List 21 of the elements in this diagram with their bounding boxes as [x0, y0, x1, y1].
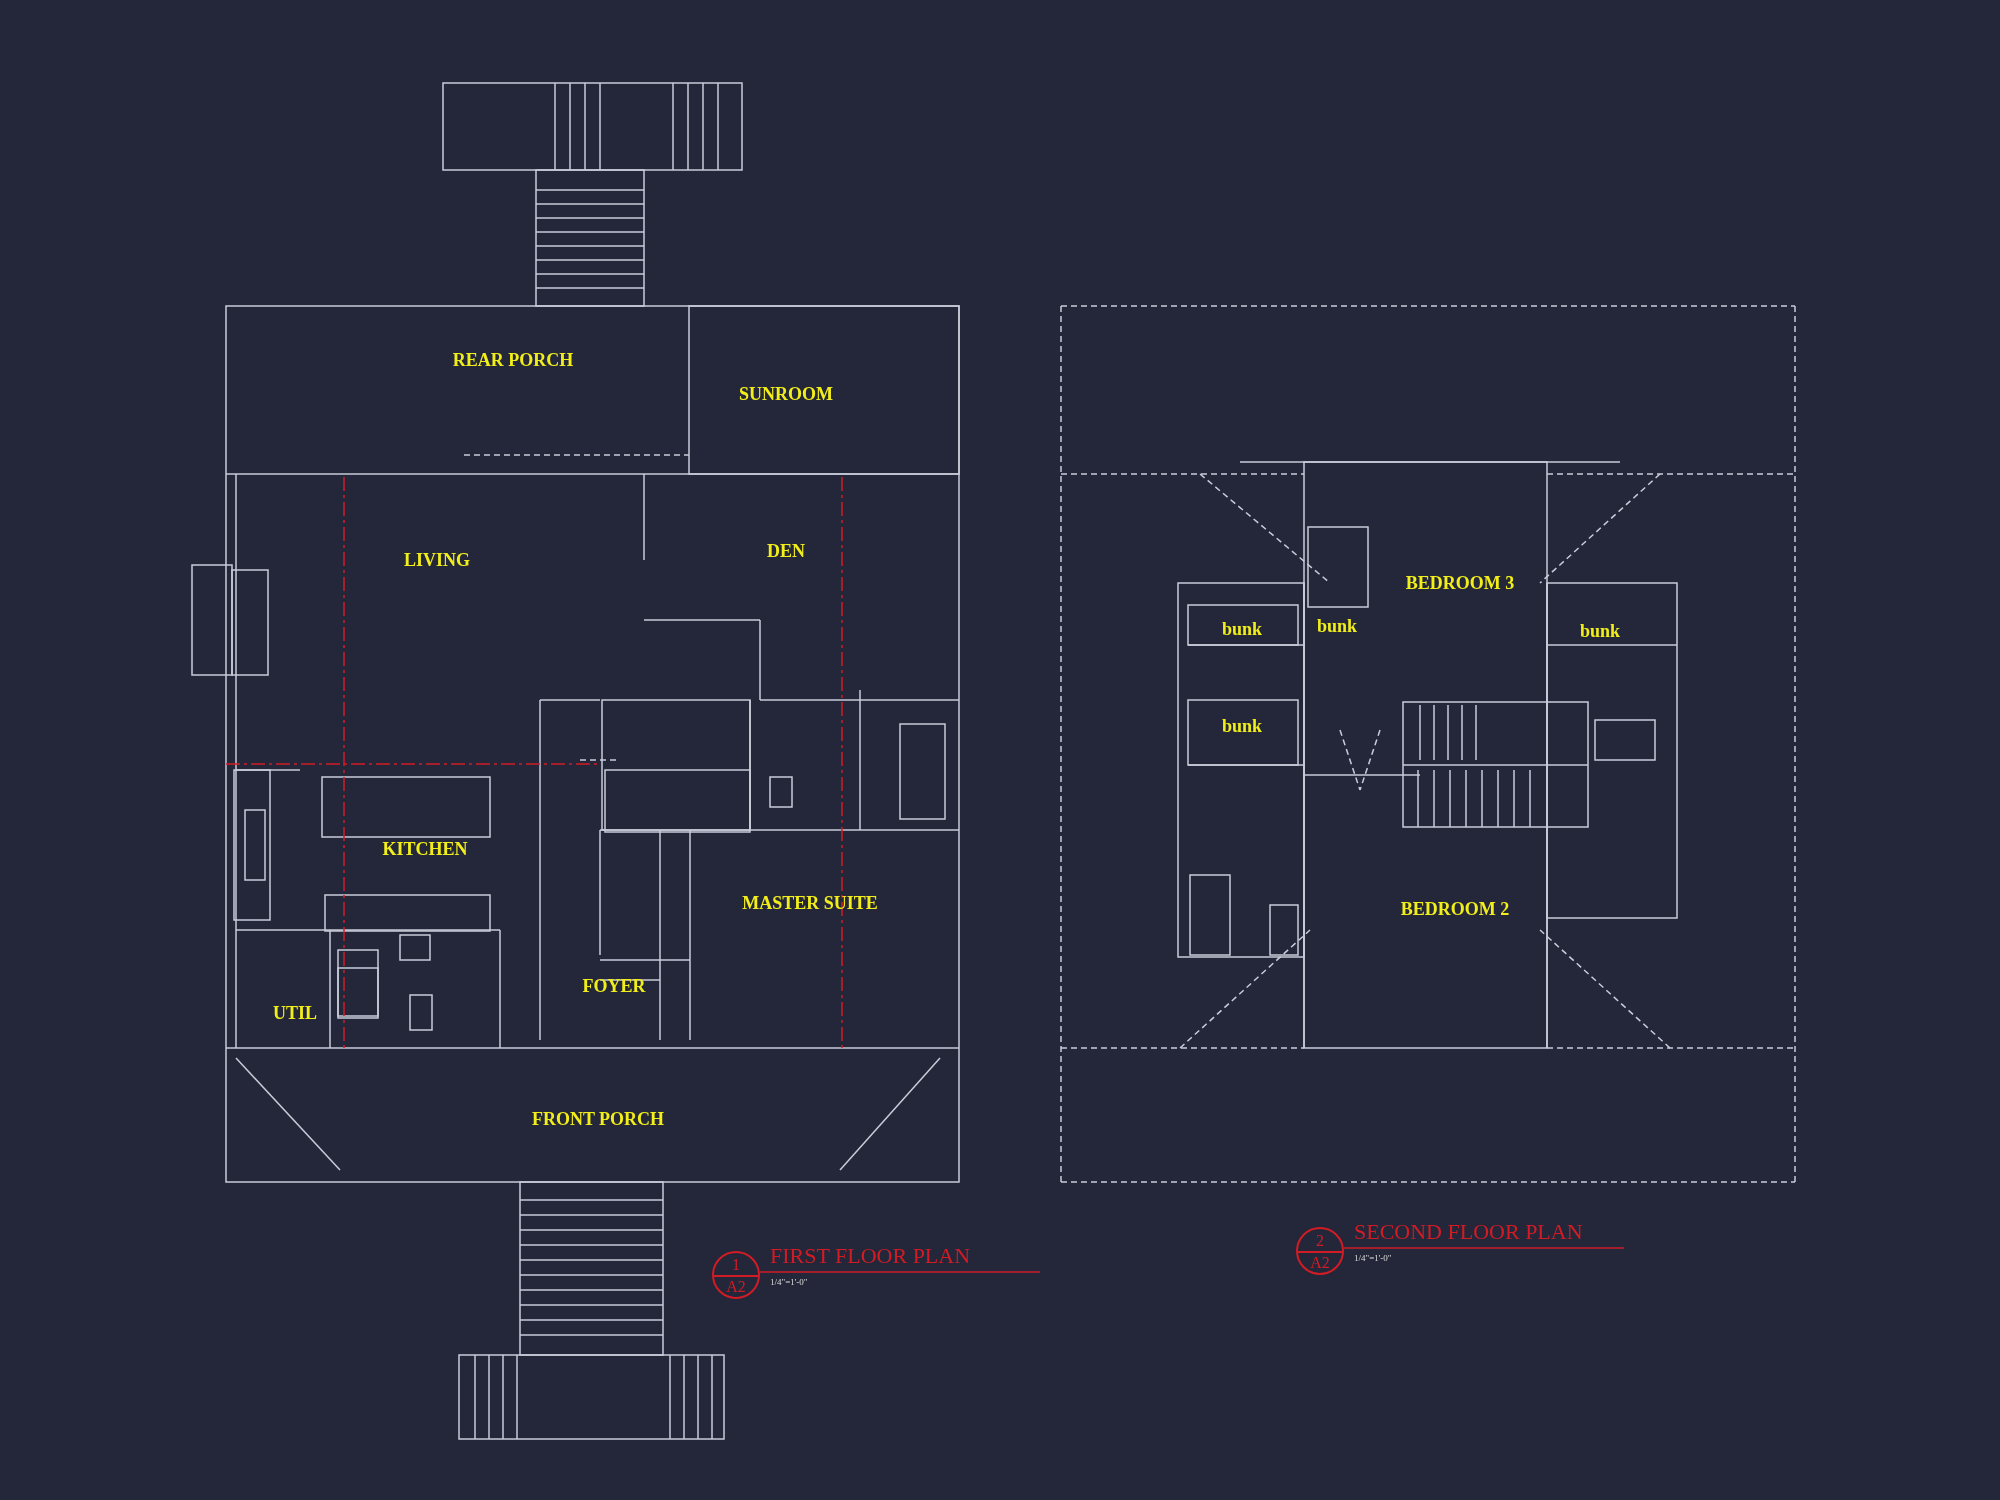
- room-label: bunk: [1222, 618, 1262, 640]
- room-label: BEDROOM 2: [1400, 898, 1510, 920]
- section-mark: 2 A2: [1296, 1227, 1344, 1275]
- plan-title: FIRST FLOOR PLAN: [770, 1243, 971, 1269]
- room-label: SUNROOM: [739, 383, 833, 405]
- room-label: KITCHEN: [382, 838, 468, 860]
- room-label: DEN: [767, 540, 805, 562]
- room-label: FRONT PORCH: [531, 1108, 665, 1130]
- scale-note: 1/4"=1'-0": [1354, 1253, 1392, 1263]
- room-label: bunk: [1580, 620, 1620, 642]
- room-label: BEDROOM 3: [1405, 572, 1515, 594]
- room-label: MASTER SUITE: [742, 892, 878, 914]
- room-label: LIVING: [404, 549, 470, 571]
- room-label: bunk: [1317, 615, 1357, 637]
- room-label: FOYER: [582, 975, 646, 997]
- scale-note: 1/4"=1'-0": [770, 1277, 808, 1287]
- section-mark: 1 A2: [712, 1251, 760, 1299]
- room-label: REAR PORCH: [452, 349, 574, 371]
- plan-title: SECOND FLOOR PLAN: [1354, 1219, 1583, 1245]
- room-label: UTIL: [273, 1002, 317, 1024]
- room-label: bunk: [1222, 715, 1262, 737]
